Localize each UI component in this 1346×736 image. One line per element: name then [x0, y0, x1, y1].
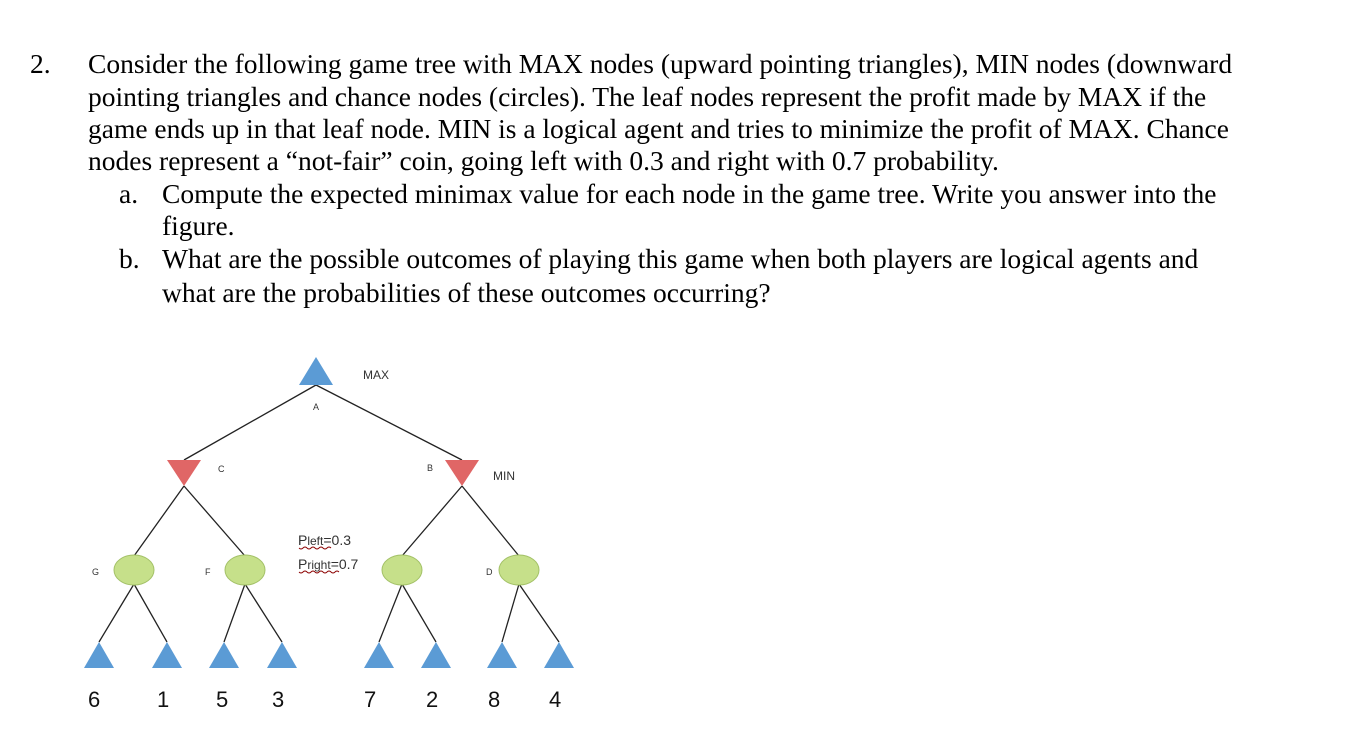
edge-b-d [461, 485, 520, 557]
edge-e-l6 [401, 583, 437, 643]
edge-g-l1 [98, 583, 135, 643]
edge-d-l8 [518, 583, 560, 643]
leaf-value-6: 2 [426, 687, 438, 712]
chance-node-g [113, 554, 155, 586]
leaf-value-8: 4 [549, 687, 561, 712]
question-text-line-2: pointing triangles and chance nodes (cir… [88, 81, 1207, 112]
edge-c-f [183, 485, 246, 557]
node-label-c: C [218, 464, 225, 474]
tree-edges [98, 384, 560, 643]
edge-f-l4 [244, 583, 283, 643]
prob-right-value: =0.7 [331, 556, 359, 572]
prob-left-symbol: P [298, 532, 307, 548]
leaf-value-3: 5 [216, 687, 228, 712]
edge-b-e [401, 485, 463, 557]
part-b-letter: b. [119, 243, 140, 274]
leaf-node-7 [487, 642, 517, 668]
leaf-values: 6 1 5 3 7 2 8 4 [88, 687, 561, 712]
leaf-value-5: 7 [364, 687, 376, 712]
leaf-node-6 [421, 642, 451, 668]
node-label-d: D [486, 567, 493, 577]
chance-node-d [498, 554, 540, 586]
chance-node-f [224, 554, 266, 586]
edge-e-l5 [378, 583, 403, 643]
chance-node-e [381, 554, 423, 586]
edge-c-g [133, 485, 185, 557]
edge-a-c [183, 384, 317, 461]
node-label-a: A [313, 402, 319, 412]
leaf-node-3 [209, 642, 239, 668]
prob-left-subscript: left [307, 534, 324, 548]
prob-right-label: Pright=0.7 [298, 556, 359, 572]
prob-left-value: =0.3 [323, 532, 351, 548]
part-a-text-line-1: Compute the expected minimax value for e… [162, 178, 1217, 209]
node-label-g: G [92, 567, 99, 577]
leaf-value-2: 1 [157, 687, 169, 712]
min-node-b [445, 460, 479, 486]
question-text-line-3: game ends up in that leaf node. MIN is a… [88, 113, 1229, 144]
leaf-node-5 [364, 642, 394, 668]
prob-right-squiggle [298, 570, 340, 574]
min-label: MIN [493, 469, 515, 483]
prob-left-squiggle [298, 546, 332, 550]
min-node-c [167, 460, 201, 486]
leaf-value-7: 8 [488, 687, 500, 712]
prob-right-subscript: right [307, 558, 331, 572]
part-b-text-line-2: what are the probabilities of these outc… [162, 277, 771, 308]
max-label: MAX [363, 368, 389, 382]
leaf-value-4: 3 [272, 687, 284, 712]
part-a-text-line-2: figure. [162, 210, 235, 241]
edge-a-b [315, 384, 463, 461]
part-a-letter: a. [119, 178, 139, 209]
question-text-line-4: nodes represent a “not-fair” coin, going… [88, 145, 999, 176]
leaf-node-2 [152, 642, 182, 668]
leaf-nodes [84, 642, 574, 668]
leaf-node-4 [267, 642, 297, 668]
max-node-a [299, 357, 333, 385]
edge-g-l2 [133, 583, 168, 643]
leaf-value-1: 6 [88, 687, 100, 712]
prob-right-symbol: P [298, 556, 307, 572]
node-label-f: F [205, 567, 211, 577]
leaf-node-8 [544, 642, 574, 668]
part-b-text-line-1: What are the possible outcomes of playin… [162, 243, 1199, 274]
leaf-node-1 [84, 642, 114, 668]
question-text-line-1: Consider the following game tree with MA… [88, 48, 1233, 79]
edge-f-l3 [223, 583, 246, 643]
question-number: 2. [30, 48, 51, 79]
node-label-b: B [427, 463, 433, 473]
prob-left-label: Pleft=0.3 [298, 532, 351, 548]
edge-d-l7 [501, 583, 520, 643]
